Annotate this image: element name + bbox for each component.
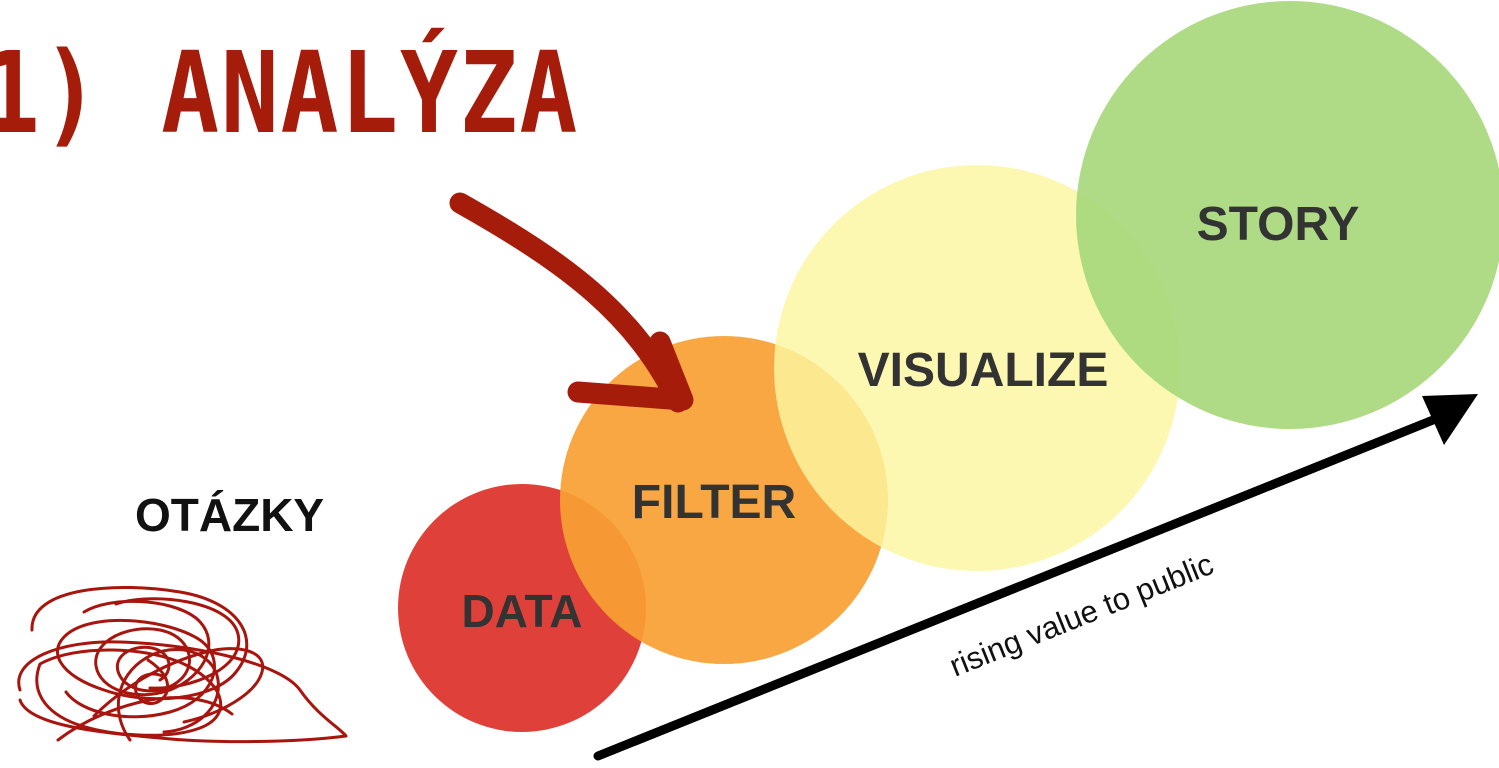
filter-label: FILTER — [632, 476, 796, 529]
rising-value-arrow — [593, 394, 1478, 761]
story-circle — [1076, 1, 1499, 429]
visualize-circle — [774, 165, 1180, 571]
page-title: 1) ANALÝZA — [0, 29, 580, 159]
visualize-label: VISUALIZE — [858, 344, 1109, 397]
data-label: DATA — [462, 585, 583, 637]
questions-label: OTÁZKY — [135, 489, 325, 541]
scribble-icon — [17, 585, 348, 744]
curved-arrow-icon — [449, 192, 694, 413]
story-label: STORY — [1197, 198, 1360, 251]
